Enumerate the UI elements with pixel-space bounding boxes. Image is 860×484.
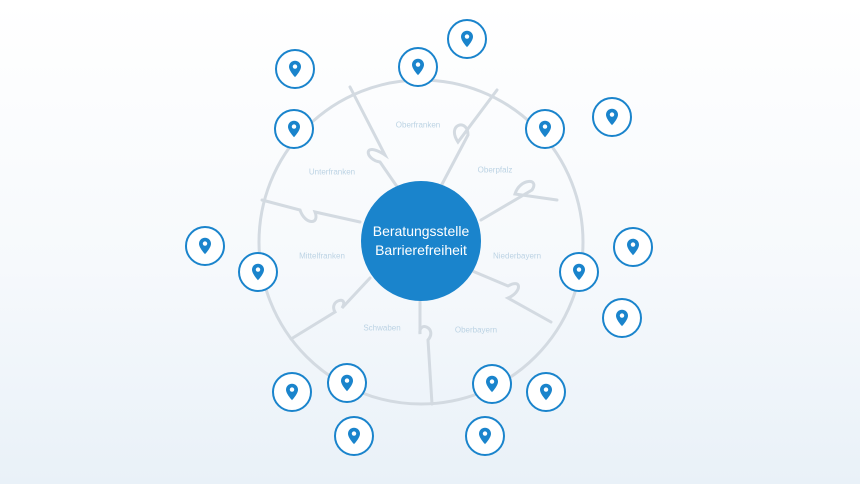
location-pin-icon[interactable] (334, 416, 374, 456)
region-label-oberfranken: Oberfranken (395, 120, 441, 130)
location-pin-icon[interactable] (526, 372, 566, 412)
location-pin-icon[interactable] (272, 372, 312, 412)
location-pin-icon[interactable] (592, 97, 632, 137)
region-label-mittelfranken: Mittelfranken (299, 251, 345, 261)
region-label-unterfranken: Unterfranken (308, 167, 356, 177)
region-label-niederbayern: Niederbayern (492, 251, 542, 261)
location-pin-icon[interactable] (447, 19, 487, 59)
center-circle: Beratungsstelle Barrierefreiheit (361, 181, 481, 301)
location-pin-icon[interactable] (559, 252, 599, 292)
location-pin-icon[interactable] (472, 364, 512, 404)
location-pin-icon[interactable] (602, 298, 642, 338)
location-pin-icon[interactable] (327, 363, 367, 403)
location-pin-icon[interactable] (525, 109, 565, 149)
location-pin-icon[interactable] (613, 227, 653, 267)
location-pin-icon[interactable] (275, 49, 315, 89)
location-pin-icon[interactable] (398, 47, 438, 87)
region-label-oberpfalz: Oberpfalz (477, 165, 513, 175)
center-title-line-2: Barrierefreiheit (375, 242, 467, 258)
location-pin-icon[interactable] (274, 109, 314, 149)
location-pin-icon[interactable] (238, 252, 278, 292)
center-title-line-1: Beratungsstelle (372, 223, 470, 239)
location-pin-icon[interactable] (185, 226, 225, 266)
region-label-oberbayern: Oberbayern (454, 325, 498, 335)
location-pin-icon[interactable] (465, 416, 505, 456)
region-label-schwaben: Schwaben (363, 323, 401, 333)
